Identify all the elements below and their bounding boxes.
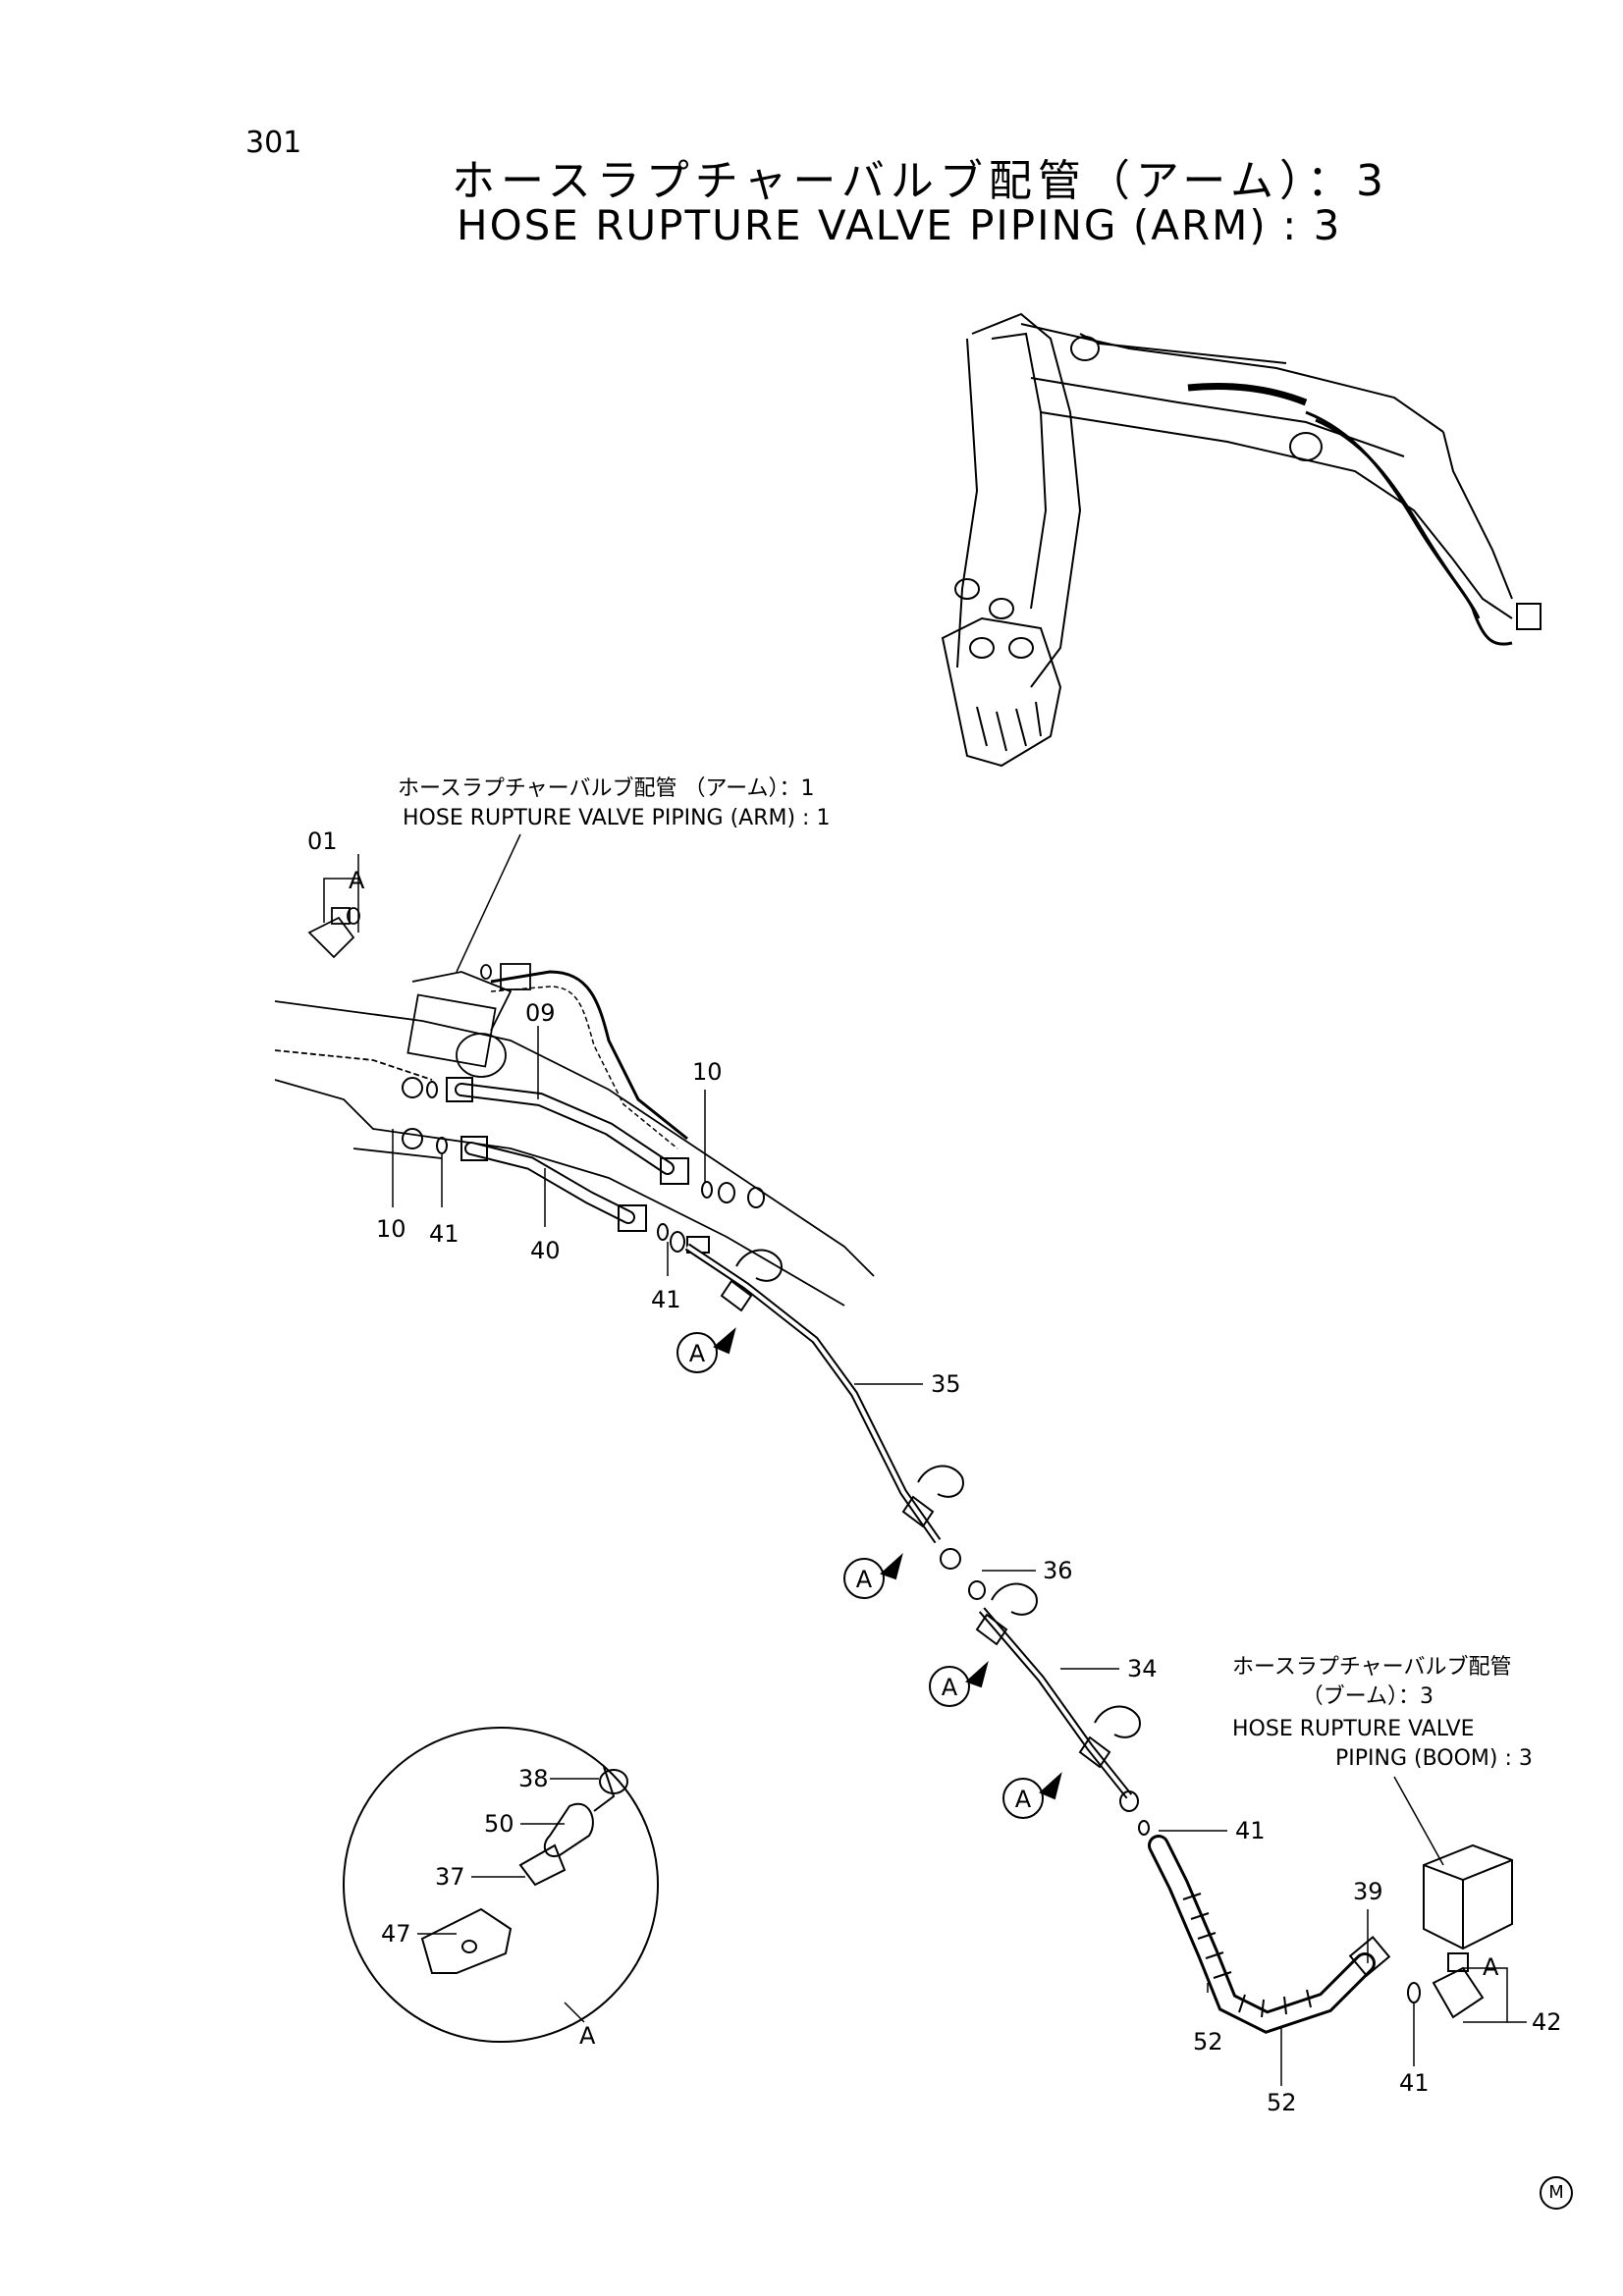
leader-lines [323, 854, 1527, 2086]
hoses-09-40 [402, 1077, 765, 1254]
ref-arm1-japanese: ホースラプチャーバルブ配管 （アーム）：1 [398, 776, 814, 801]
callout-39: 39 [1353, 1878, 1383, 1905]
excavator-arm-overview [941, 312, 1542, 768]
callout-35: 35 [931, 1370, 961, 1398]
ref-boom3-japanese-2: （ブーム）：3 [1302, 1684, 1434, 1709]
callout-38: 38 [518, 1765, 549, 1792]
section-markers [676, 1327, 1062, 1819]
callout-37: 37 [435, 1863, 465, 1891]
pipes-and-hose [684, 1243, 1513, 2034]
marker-a-5-label: A [349, 867, 365, 894]
marker-a-2 [843, 1558, 885, 1599]
manufacturer-mark: M [1540, 2176, 1573, 2210]
marker-a-1 [676, 1332, 718, 1373]
callout-09: 09 [525, 999, 556, 1027]
callout-47: 47 [381, 1920, 411, 1948]
callout-10-upper: 10 [692, 1058, 723, 1086]
page-number: 301 [245, 126, 302, 160]
detail-view-a [343, 1727, 659, 2043]
marker-a-2-label: A [856, 1566, 873, 1593]
marker-a-4 [1002, 1778, 1044, 1819]
callout-42: 42 [1532, 2008, 1562, 2036]
ref-boom3-english-1: HOSE RUPTURE VALVE [1232, 1717, 1475, 1741]
callout-41-bottom: 41 [1399, 2069, 1430, 2097]
callout-52-lower: 52 [1267, 2089, 1297, 2116]
valve-block-area [274, 907, 875, 1307]
ref-boom3-japanese-1: ホースラプチャーバルブ配管 [1232, 1655, 1511, 1680]
callout-41-middle: 41 [651, 1286, 681, 1313]
callout-34: 34 [1127, 1655, 1158, 1682]
title-english: HOSE RUPTURE VALVE PIPING (ARM) : 3 [457, 201, 1342, 249]
callout-01: 01 [307, 828, 338, 855]
ref-boom3-leader [1393, 1776, 1444, 1866]
callout-40: 40 [530, 1237, 561, 1264]
marker-a-4-label: A [1015, 1786, 1032, 1813]
marker-a-3 [929, 1666, 970, 1707]
callout-52-upper: 52 [1193, 2028, 1223, 2056]
marker-a-1-label: A [689, 1340, 706, 1367]
callout-50: 50 [484, 1810, 514, 1838]
marker-a-6-label: A [1483, 1953, 1499, 1981]
callout-10-lower: 10 [376, 1215, 406, 1243]
callout-36: 36 [1043, 1557, 1073, 1584]
ref-boom3-english-2: PIPING (BOOM) : 3 [1335, 1746, 1533, 1771]
callout-41-right: 41 [1235, 1817, 1266, 1844]
ref-arm1-english: HOSE RUPTURE VALVE PIPING (ARM) : 1 [403, 806, 830, 830]
title-japanese: ホースラプチャーバルブ配管（アーム）：3 [452, 156, 1389, 206]
callout-41-left: 41 [429, 1220, 460, 1248]
ref-arm1-leader [456, 833, 521, 973]
marker-a-3-label: A [942, 1674, 958, 1701]
detail-view-a-label: A [579, 2022, 596, 2050]
